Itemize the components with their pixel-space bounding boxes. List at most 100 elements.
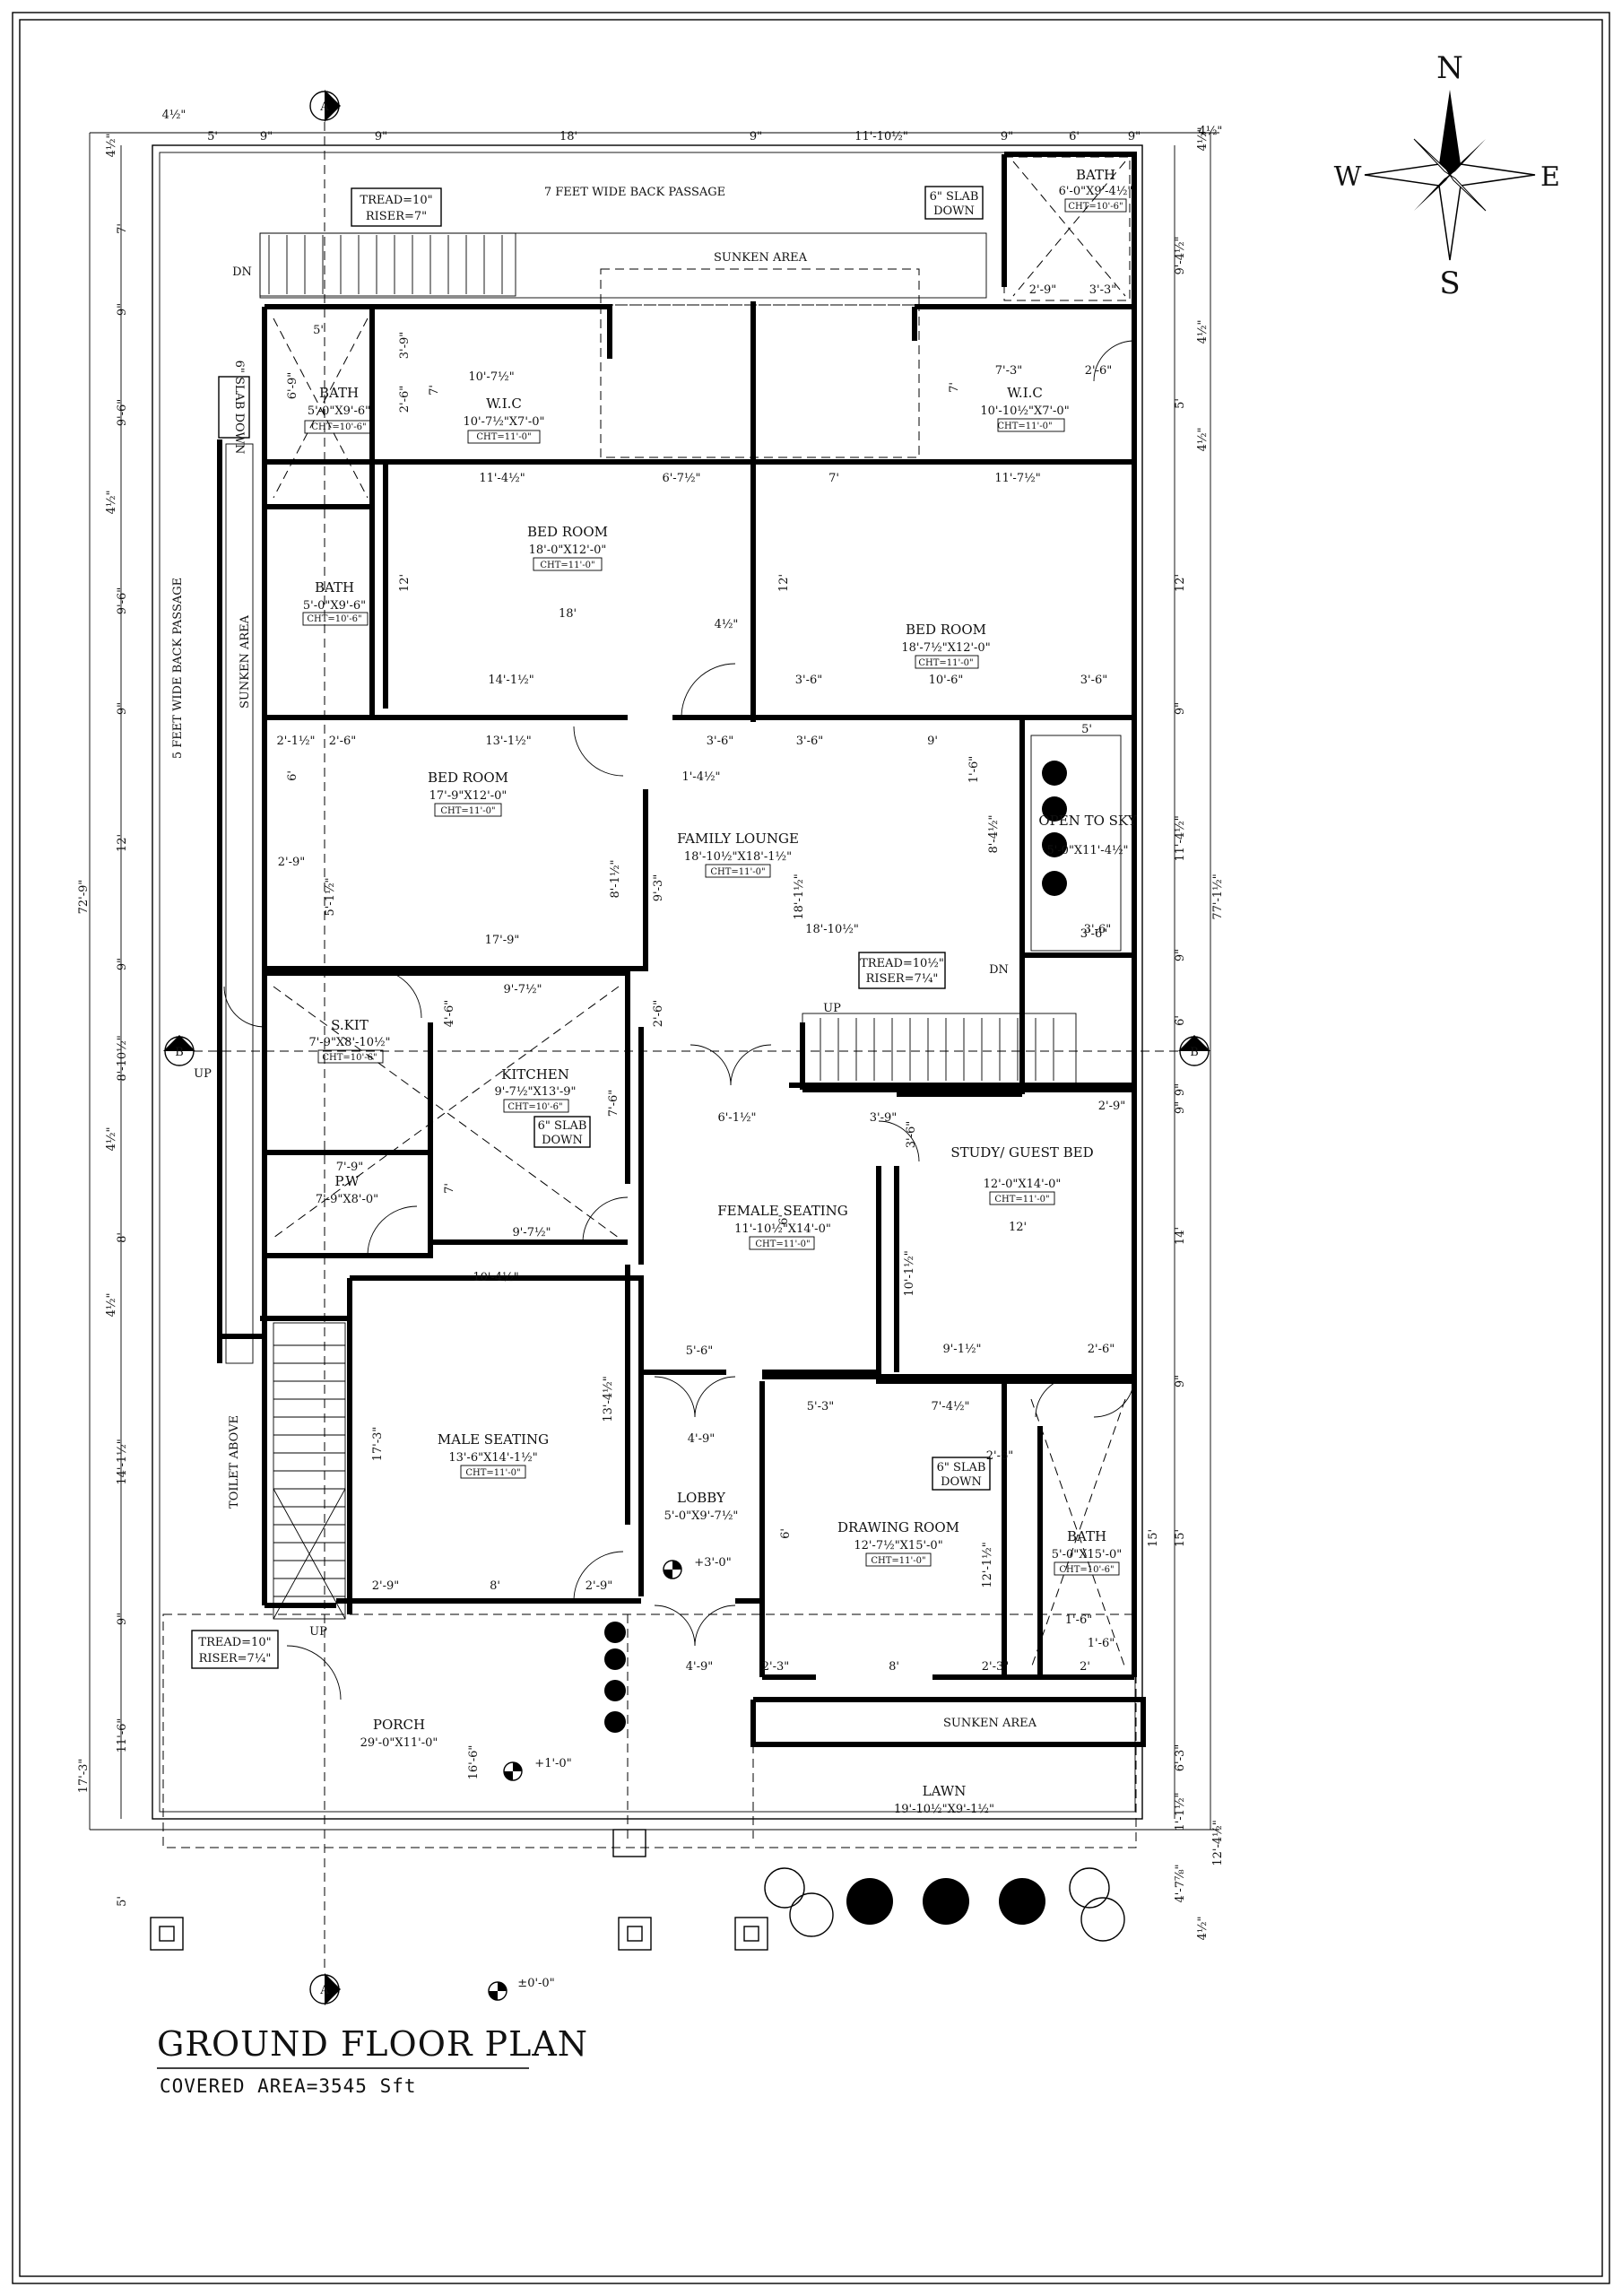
dim-inner: 3'-6" [1080, 674, 1108, 687]
dim-left: 14'-1½" [116, 1439, 129, 1484]
dim-inner: 5' [313, 324, 324, 337]
dim-top: 6' [1069, 130, 1080, 144]
boxed-notes: TREAD=10" RISER=7" TREAD=10½" RISER=7¼" … [191, 186, 991, 1669]
dim-inner: 11'-4½" [479, 472, 525, 485]
dim-top: 9" [750, 130, 762, 144]
dim-left: 9'-6" [116, 399, 129, 427]
dim-right: 6'-3" [1174, 1744, 1187, 1772]
room-cht: CHT=11'-0" [994, 1195, 1049, 1205]
room-size: 9'-7½"X13'-9" [494, 1085, 576, 1099]
sunken-front: SUNKEN AREA [943, 1717, 1037, 1730]
dim-left: 4½" [105, 1293, 118, 1318]
room-name: LOBBY [677, 1490, 726, 1506]
room-size: 6'-0"X9'-4½" [1059, 185, 1133, 198]
dn-back: DN [232, 265, 252, 279]
compass-s: S [1439, 265, 1460, 301]
room-size: 5'-0"X9'-6" [308, 404, 370, 418]
dim-inner: 9'-7½" [512, 1226, 551, 1239]
dim-inner: 8' [490, 1579, 500, 1593]
dim-left: 12' [116, 834, 129, 852]
dim-inner: 17'-9" [485, 934, 520, 947]
section-b-right-label: B [1190, 1046, 1199, 1059]
dim-inner: 3'-6" [707, 735, 734, 748]
dim-inner: 2'-9" [278, 856, 306, 869]
sheet-border [12, 12, 1610, 2284]
room-size: 5'-0"X9'-7½" [664, 1509, 739, 1523]
dim-right-front: 12'-4½" [1211, 1820, 1225, 1866]
dim-inner: 10'-1½" [903, 1250, 916, 1296]
dim-right: 4'-7⅞" [1174, 1864, 1187, 1902]
dims-inner: 5' 6'-9" 3'-9" 10'-7½" 7' 2'-6" 7'-3" 2'… [276, 283, 1160, 1779]
dim-inner: 13'-4½" [602, 1376, 615, 1422]
stair-main [802, 1013, 1077, 1086]
room-name: BED ROOM [906, 622, 986, 638]
room-size: 12'-0"X14'-0" [984, 1178, 1062, 1191]
room-name: KITCHEN [501, 1066, 569, 1083]
room-name: DRAWING ROOM [837, 1519, 959, 1535]
dim-top: 11'-10½" [854, 130, 908, 144]
section-a-bottom-label: A [319, 1984, 329, 1997]
up-side: UP [194, 1067, 212, 1081]
dim-inner: 12'-1½" [981, 1542, 994, 1587]
stair-side [273, 1322, 346, 1620]
room-size: 18'-7½"X12'-0" [901, 641, 990, 655]
room-size: 18'-0"X12'-0" [529, 544, 607, 557]
dim-inner: 10'-6" [929, 674, 964, 687]
stair-back [268, 235, 503, 294]
dim-right: 6' [1174, 1015, 1187, 1026]
compass-rose: N S E W [1334, 50, 1560, 301]
walls [217, 152, 1146, 1747]
dim-inner: 2' [1080, 1660, 1090, 1674]
dims-left: 72'-9" 17'-3" 4½" 7' 9" 9'-6" 4½" 9'-6" … [77, 134, 129, 1907]
dim-inner: 2'-9" [1029, 283, 1057, 297]
dim-inner: 2'-6" [986, 1449, 1014, 1463]
dim-left: 9" [116, 702, 129, 715]
section-marker-b-right: B [1178, 1035, 1210, 1066]
room-size: 29'-0"X11'-0" [360, 1736, 438, 1750]
dim-inner: 18'-1½" [793, 874, 806, 919]
covered-area: COVERED AREA=3545 Sft [160, 2075, 417, 2097]
dim-inner: 15' [1147, 1529, 1160, 1547]
room-cht: CHT=11'-0" [476, 432, 531, 442]
section-marker-a-top: A [309, 90, 341, 1973]
dim-inner: 4'-6" [443, 1000, 456, 1028]
room-size: 10'-10½"X7'-0" [980, 404, 1069, 418]
dim-inner: 1'-6" [1088, 1637, 1115, 1650]
dim-left: 11'-6" [116, 1718, 129, 1753]
dim-right: 4½" [1196, 428, 1210, 452]
dim-right: 9" [1174, 1083, 1187, 1096]
section-marker-a-bottom: A [309, 1973, 341, 2005]
dim-right: 9'-4½" [1174, 236, 1187, 274]
dim-left: 9'-6" [116, 587, 129, 615]
room-wic2: W.I.C10'-10½"X7'-0"CHT=11'-0" [980, 385, 1069, 431]
secondary-lines [162, 156, 1137, 1848]
dim-top: 9" [375, 130, 387, 144]
dim-inner: 1'-4½" [681, 770, 720, 784]
room-name: BATH [315, 579, 354, 596]
dn-stair: DN [989, 963, 1009, 977]
room-cht: CHT=11'-0" [540, 561, 594, 570]
dim-inner: 2'-6" [652, 1000, 665, 1028]
dim-left: 5' [116, 1896, 129, 1907]
slab-kit-b: DOWN [542, 1134, 583, 1147]
room-size: 5'-0"X9'-6" [303, 599, 366, 613]
dim-inner: 2'-9" [372, 1579, 400, 1593]
dim-right: 5' [1174, 398, 1187, 409]
back-passage-top: 7 FEET WIDE BACK PASSAGE [544, 186, 725, 199]
room-name: BATH [1076, 167, 1115, 183]
dim-left: 9" [116, 303, 129, 316]
section-b-left-label: B [175, 1046, 184, 1059]
dim-inner: 18'-10½" [805, 923, 859, 936]
dim-inner: 6'-1½" [717, 1111, 756, 1125]
slab-side: 6" SLAB DOWN [232, 361, 246, 455]
dim-right: 9" [1174, 702, 1187, 715]
